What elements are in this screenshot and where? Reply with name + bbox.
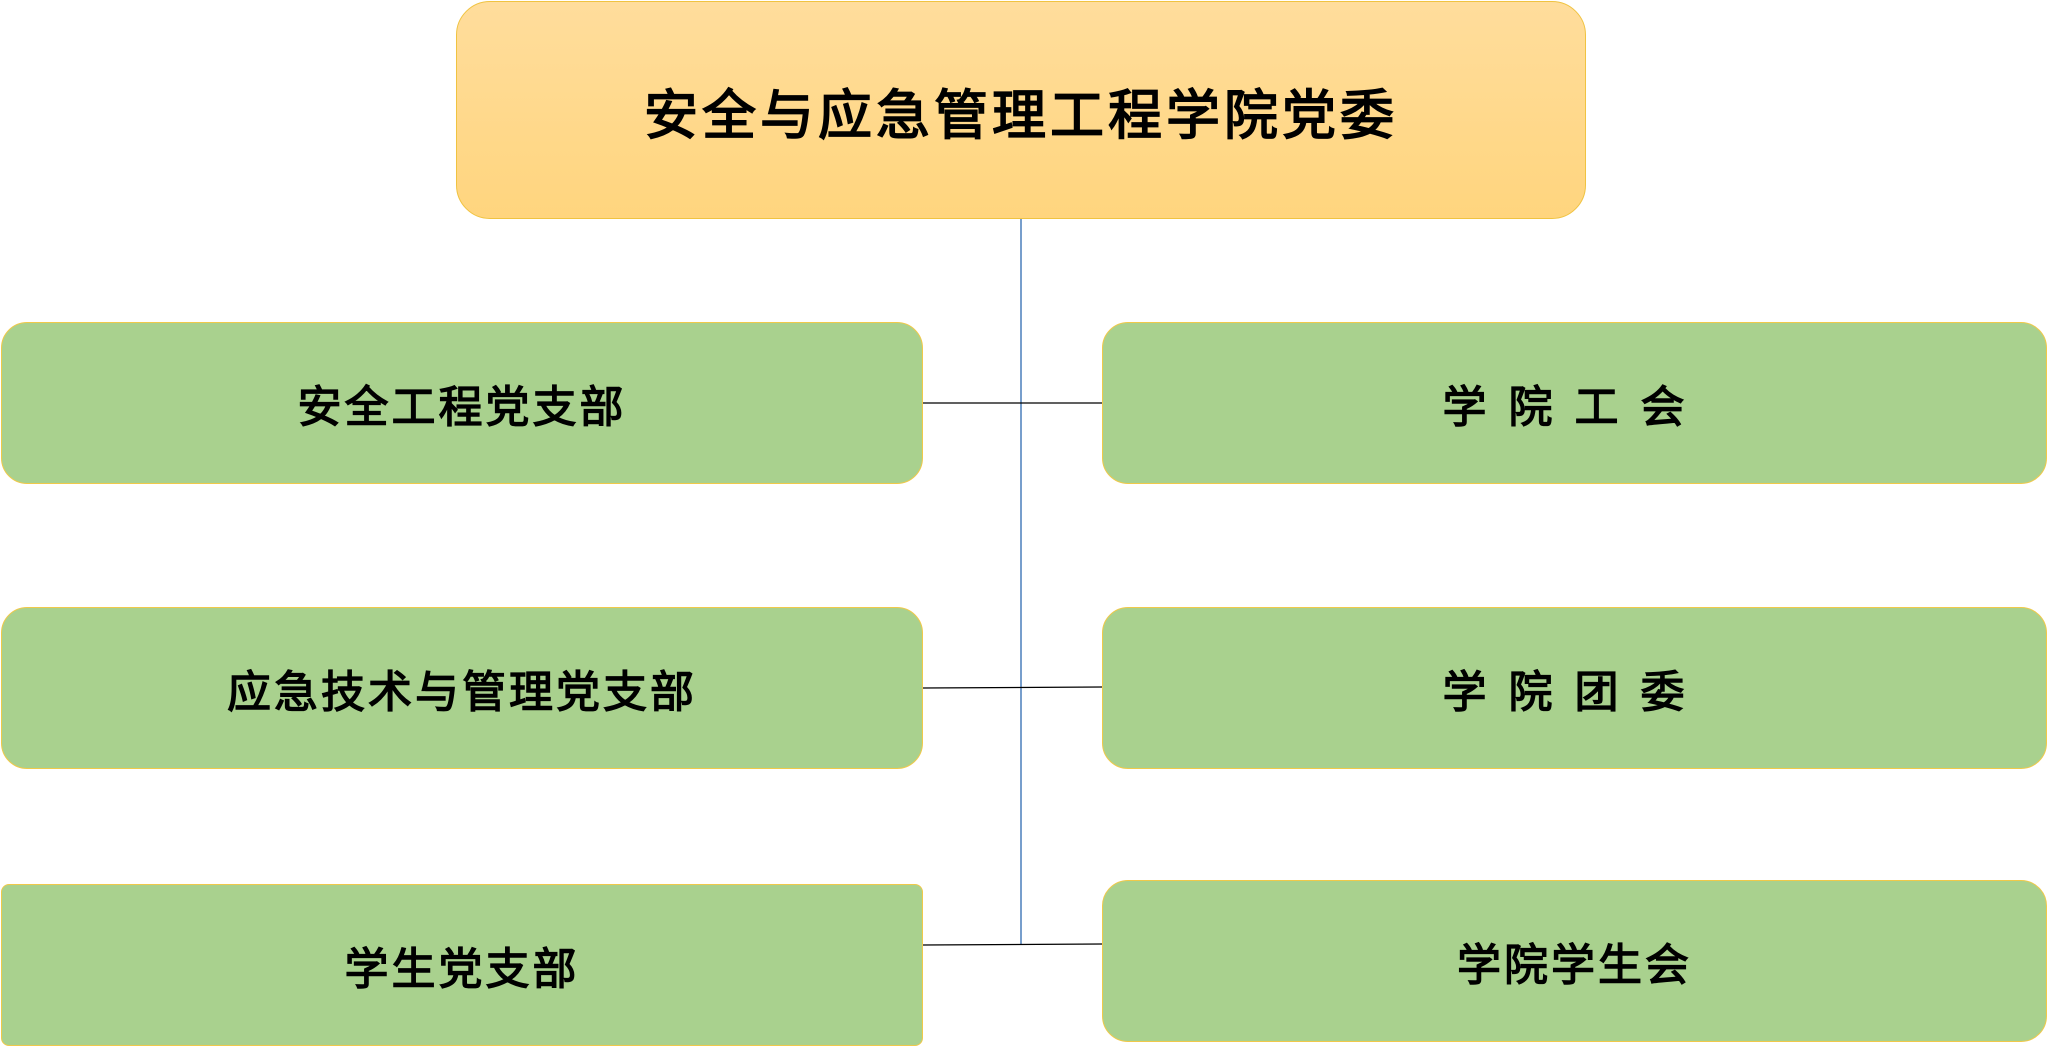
branch-line-row-3 <box>922 943 1103 946</box>
node-college-union: 学院工会 <box>1102 322 2047 484</box>
node-student-branch: 学生党支部 <box>1 884 923 1046</box>
node-label: 学院学生会 <box>1457 940 1692 991</box>
node-label: 学院团委 <box>1442 667 1707 718</box>
node-label: 学生党支部 <box>344 944 580 995</box>
node-label: 学院工会 <box>1442 382 1707 433</box>
node-college-youth-league: 学院团委 <box>1102 607 2047 769</box>
node-safety-engineering-branch: 安全工程党支部 <box>1 322 923 484</box>
node-label: 安全工程党支部 <box>297 382 627 433</box>
node-label: 应急技术与管理党支部 <box>227 667 697 718</box>
root-node-party-committee: 安全与应急管理工程学院党委 <box>456 1 1586 219</box>
node-student-union: 学院学生会 <box>1102 880 2047 1042</box>
branch-line-row-2 <box>922 686 1103 689</box>
node-emergency-tech-branch: 应急技术与管理党支部 <box>1 607 923 769</box>
root-node-label: 安全与应急管理工程学院党委 <box>644 82 1398 147</box>
